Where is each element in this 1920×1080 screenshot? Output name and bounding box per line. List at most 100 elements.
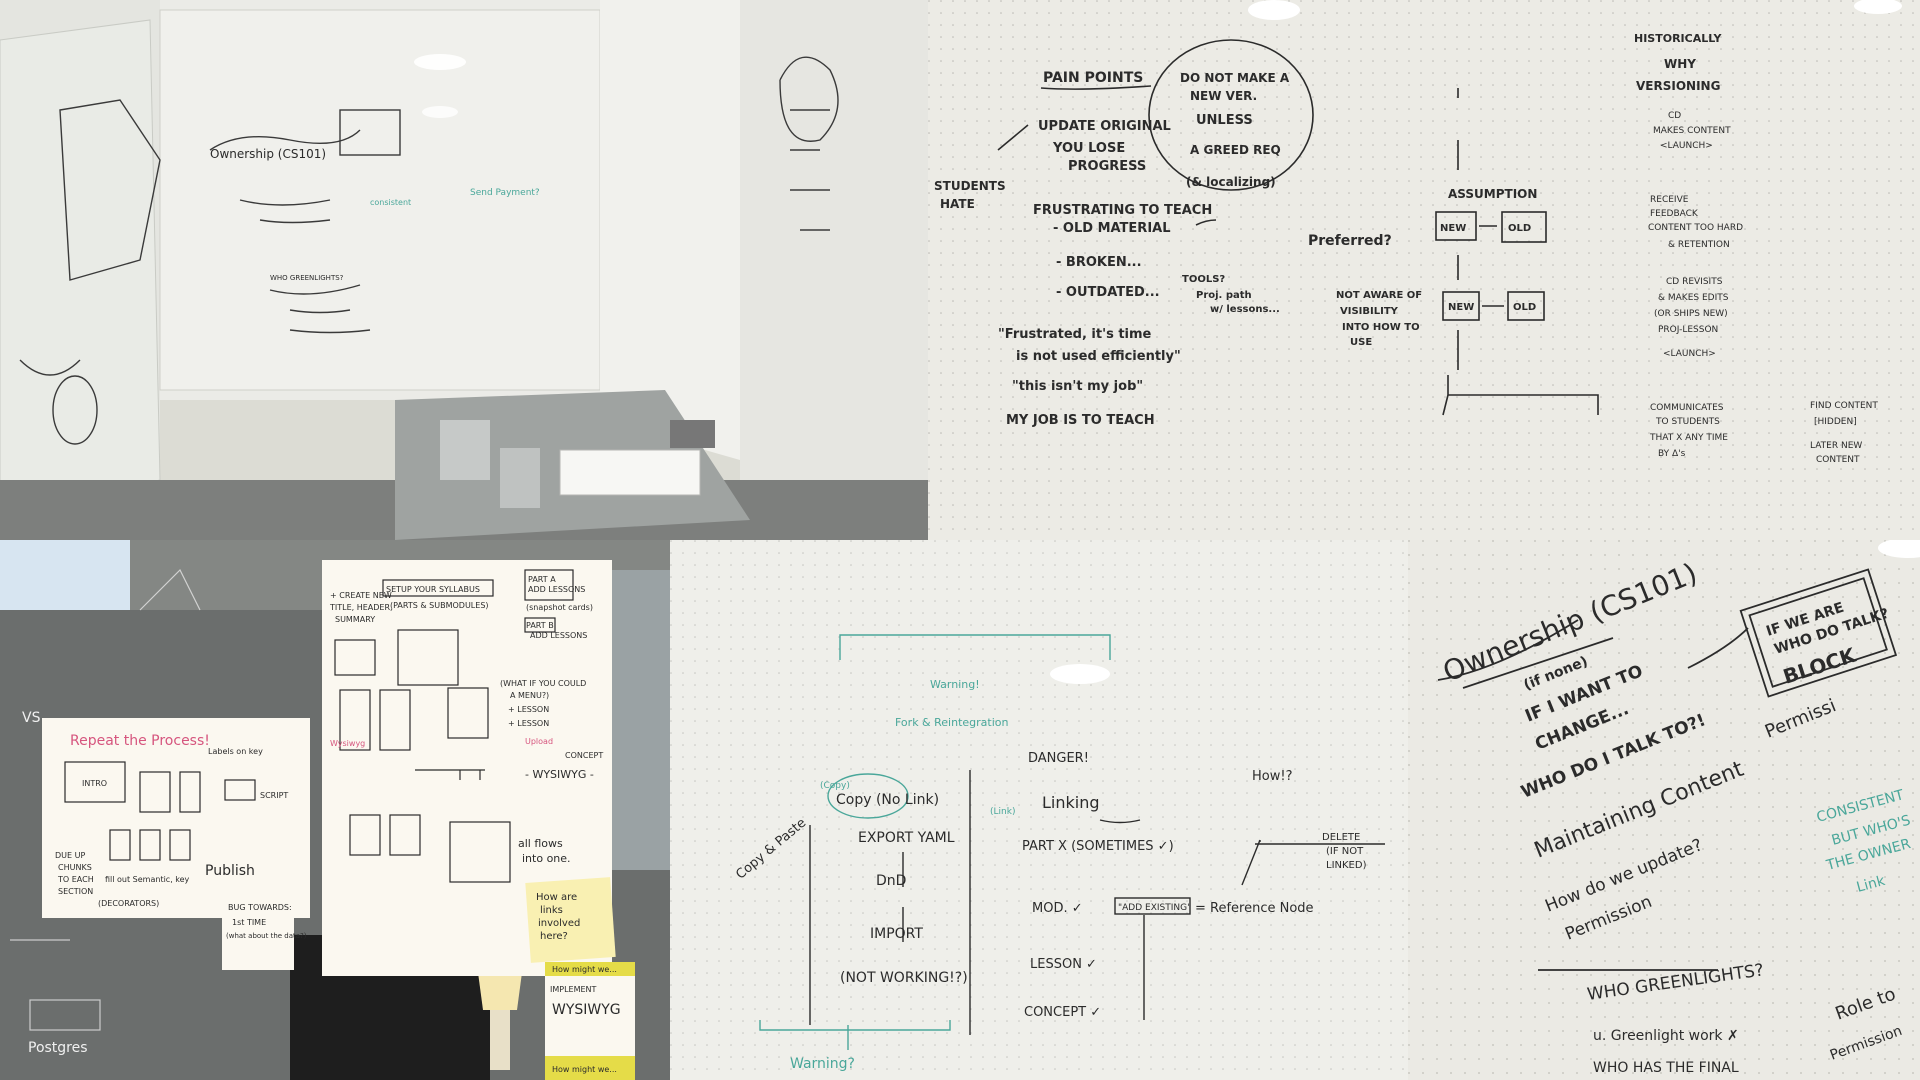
historically-0: HISTORICALLY bbox=[1634, 32, 1723, 45]
br-gl-item-1: WHO HAS THE FINAL bbox=[1593, 1060, 1739, 1076]
historically-2: VERSIONING bbox=[1636, 79, 1720, 93]
sheet1-title: Repeat the Process! bbox=[70, 733, 210, 749]
sticky-line-0: How are bbox=[536, 892, 577, 903]
sheet1-item-2: SCRIPT bbox=[260, 791, 288, 800]
sticky-line-3: here? bbox=[540, 931, 568, 942]
not-aware-3: USE bbox=[1350, 337, 1372, 348]
quote-2: "this isn't my job" bbox=[1012, 379, 1143, 394]
bm-delete-2: LINKED) bbox=[1326, 860, 1367, 871]
sheet2-item-7: (snapshot cards) bbox=[526, 603, 593, 612]
sheet1-item-8: fill out Semantic, key bbox=[105, 875, 190, 884]
pain-item-7: STUDENTS bbox=[934, 179, 1006, 193]
tools-0: TOOLS? bbox=[1182, 274, 1225, 285]
photo-paper-sketches: Postgres VS Repeat the Process! INTRO La… bbox=[0, 540, 670, 1080]
sheet2-item-10: (WHAT IF YOU COULD bbox=[500, 679, 586, 688]
sheet2-item-14: Wysiwyg bbox=[330, 739, 365, 748]
sheet1-item-11: 1st TIME bbox=[232, 918, 266, 927]
sheet2-item-17: - WYSIWYG - bbox=[525, 768, 594, 781]
photo-pain-points-board: PAIN POINTS UPDATE ORIGINAL YOU LOSE PRO… bbox=[928, 0, 1920, 540]
box-old-2: OLD bbox=[1513, 302, 1536, 313]
br-teal-3: Link bbox=[1855, 873, 1888, 896]
sign1-line-2: WYSIWYG bbox=[552, 1002, 621, 1018]
sheet2-item-5: PART A bbox=[528, 575, 556, 584]
vs-label: VS bbox=[22, 710, 41, 726]
circle-text-0: DO NOT MAKE A bbox=[1180, 71, 1290, 85]
pain-item-3: FRUSTRATING TO TEACH bbox=[1033, 203, 1212, 218]
flow-8: & MAKES EDITS bbox=[1658, 293, 1729, 303]
bm-left-4: (NOT WORKING!?) bbox=[840, 970, 968, 986]
bm-row-3: = Reference Node bbox=[1195, 901, 1314, 916]
box-new-2: NEW bbox=[1448, 302, 1474, 313]
sheet1-item-12: (what about the data?) bbox=[226, 932, 307, 940]
pain-item-8: HATE bbox=[940, 197, 975, 211]
flow-2: <LAUNCH> bbox=[1660, 141, 1713, 151]
sign1-line-1: IMPLEMENT bbox=[550, 985, 597, 994]
bm-row-2: "ADD EXISTING" bbox=[1118, 903, 1191, 913]
sheet2-item-18: all flows bbox=[518, 837, 563, 850]
flow-1: MAKES CONTENT bbox=[1653, 126, 1731, 136]
flow-11: <LAUNCH> bbox=[1663, 349, 1716, 359]
bm-left-1: EXPORT YAML bbox=[858, 830, 955, 846]
photo-copy-link-board: Warning! Fork & Reintegration Copy & Pas… bbox=[670, 540, 1408, 1080]
pain-item-6: - OUTDATED... bbox=[1056, 285, 1160, 300]
flow-13: TO STUDENTS bbox=[1655, 417, 1720, 427]
circle-text-2: UNLESS bbox=[1196, 113, 1253, 128]
preferred-text: Preferred? bbox=[1308, 233, 1392, 249]
br-gl-item-0: u. Greenlight work ✗ bbox=[1593, 1028, 1739, 1044]
bm-label-copy: (Copy) bbox=[820, 781, 850, 791]
sheet1-item-9: (DECORATORS) bbox=[98, 899, 159, 908]
circle-text-3: A GREED REQ bbox=[1190, 143, 1281, 157]
flow-18: LATER NEW bbox=[1810, 441, 1862, 451]
flow-12: COMMUNICATES bbox=[1650, 403, 1724, 413]
quote-1: is not used efficiently" bbox=[1016, 349, 1181, 364]
sheet1-item-5: CHUNKS bbox=[58, 863, 92, 872]
sign1-header: How might we... bbox=[552, 965, 617, 974]
sheet2-item-1: TITLE, HEADER, bbox=[329, 603, 393, 612]
not-aware-2: INTO HOW TO bbox=[1342, 322, 1420, 333]
bm-left-2: DnD bbox=[876, 873, 906, 889]
bm-how: How!? bbox=[1252, 769, 1292, 784]
sheet1-item-6: TO EACH bbox=[57, 875, 94, 884]
flow-17: [HIDDEN] bbox=[1814, 417, 1857, 427]
photo-room-whiteboards: Send Payment?consistent Ownership (CS101… bbox=[0, 0, 928, 540]
bm-delete-0: DELETE bbox=[1322, 832, 1360, 843]
bm-row-1: MOD. ✓ bbox=[1032, 901, 1083, 916]
sheet2-item-0: + CREATE NEW bbox=[330, 591, 392, 600]
bm-left-3: IMPORT bbox=[870, 926, 923, 942]
flow-15: BY Δ's bbox=[1658, 449, 1686, 459]
pain-item-1: YOU LOSE bbox=[1052, 141, 1125, 156]
circle-text-4: (& localizing) bbox=[1186, 175, 1276, 189]
flow-6: & RETENTION bbox=[1668, 240, 1730, 250]
sheet1-item-1: Labels on key bbox=[208, 747, 263, 756]
bm-row-0: PART X (SOMETIMES ✓) bbox=[1022, 839, 1174, 854]
sheet2-item-8: PART B bbox=[526, 621, 554, 630]
circle-text-1: NEW VER. bbox=[1190, 89, 1257, 103]
box-old-1: OLD bbox=[1508, 223, 1531, 234]
bm-row-4: LESSON ✓ bbox=[1030, 957, 1097, 972]
bm-row-5: CONCEPT ✓ bbox=[1024, 1005, 1101, 1020]
sheet1-item-4: DUE UP bbox=[55, 851, 85, 860]
sheet2-item-13: + LESSON bbox=[508, 719, 549, 728]
historically-1: WHY bbox=[1664, 57, 1696, 71]
flow-16: FIND CONTENT bbox=[1810, 401, 1878, 411]
sheet2-item-2: SUMMARY bbox=[335, 615, 375, 624]
flow-10: PROJ-LESSON bbox=[1658, 325, 1718, 335]
sheet2-item-3: SETUP YOUR SYLLABUS bbox=[386, 585, 480, 594]
flow-9: (OR SHIPS NEW) bbox=[1654, 309, 1728, 319]
bm-delete-1: (IF NOT bbox=[1326, 846, 1364, 857]
sheet2-item-19: into one. bbox=[522, 852, 571, 865]
sheet2-item-15: Upload bbox=[525, 737, 553, 746]
bm-bracket-label: Fork & Reintegration bbox=[895, 716, 1008, 729]
sheet2-item-9: ADD LESSONS bbox=[530, 631, 587, 640]
sheet2-item-11: A MENU?) bbox=[510, 691, 549, 700]
flow-3: RECEIVE bbox=[1650, 195, 1689, 205]
sheet2-item-12: + LESSON bbox=[508, 705, 549, 714]
tools-2: w/ lessons... bbox=[1210, 304, 1280, 315]
flow-4: FEEDBACK bbox=[1650, 209, 1699, 219]
assumption-title: ASSUMPTION bbox=[1448, 187, 1537, 201]
sheet2-item-6: ADD LESSONS bbox=[528, 585, 585, 594]
bm-top-note: Warning! bbox=[930, 678, 980, 691]
sticky-line-1: links bbox=[540, 905, 563, 916]
flow-14: THAT X ANY TIME bbox=[1649, 433, 1728, 443]
tl-greenlight-text: WHO GREENLIGHTS? bbox=[270, 274, 344, 282]
